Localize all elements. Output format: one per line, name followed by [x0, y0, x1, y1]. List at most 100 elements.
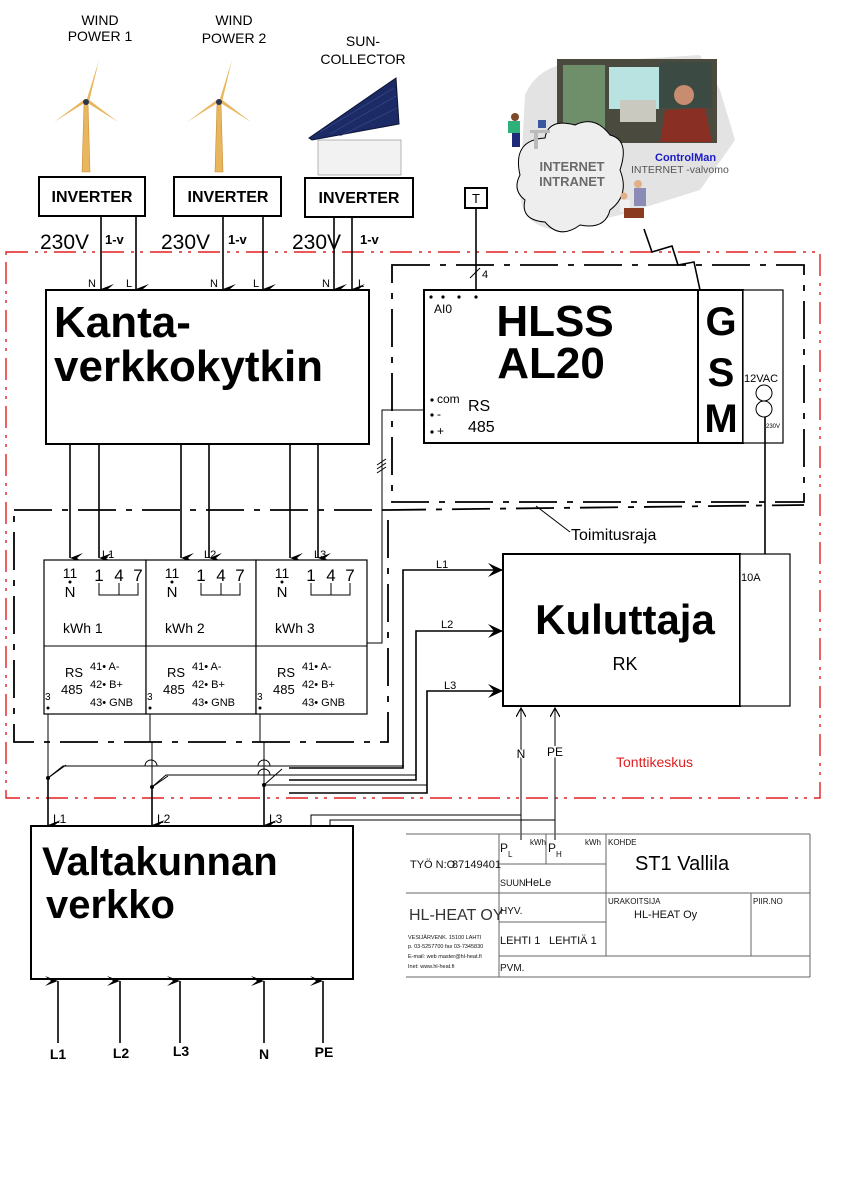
phase-label: 1-v	[228, 232, 248, 247]
meter-pin: 7	[345, 566, 354, 585]
sensor-label: T	[472, 191, 480, 206]
grid-switch-title: Kanta-	[54, 298, 191, 347]
meter-pin: 7	[133, 566, 142, 585]
work-no: 87149401	[452, 859, 501, 871]
meter-terminal: 43• GNB	[90, 697, 133, 709]
transformer-label: 12VAC	[744, 373, 778, 385]
consumer-input-label: L1	[436, 559, 448, 571]
consumer-input-label: L3	[444, 680, 456, 692]
national-grid-title: verkko	[46, 883, 175, 927]
pin-label: L	[126, 278, 132, 290]
wind-turbine-icon	[54, 60, 118, 173]
controlman-brand: ControlMan	[655, 152, 716, 164]
feed-label: L2	[113, 1045, 130, 1061]
target-name: ST1 Vallila	[635, 853, 730, 875]
ph-sub: H	[556, 850, 562, 859]
target-label: KOHDE	[608, 838, 636, 847]
feed-label: N	[259, 1046, 269, 1062]
company-name: HL-HEAT OY	[409, 907, 504, 924]
meter-box	[43, 559, 147, 715]
meter-pin: 4	[216, 566, 225, 585]
voltage-label: 230V	[40, 231, 89, 254]
transformer-input: 230V	[766, 424, 780, 430]
source-title: WIND	[215, 12, 252, 28]
gsm-module	[697, 289, 744, 444]
feed-label: L1	[50, 1046, 67, 1062]
breaker-module	[739, 553, 791, 707]
national-grid-title: Valtakunnan	[42, 840, 278, 884]
controller-box	[423, 289, 699, 444]
rs-label: 485	[468, 419, 495, 436]
contractor: HL-HEAT Oy	[634, 909, 698, 921]
meter-pin: 1	[306, 566, 315, 585]
inverter-label: INVERTER	[188, 189, 269, 206]
meter-rs-label: RS	[277, 665, 295, 680]
phase-label: 1-v	[105, 232, 125, 247]
rs-pin: -	[437, 407, 441, 421]
inverter-label: INVERTER	[52, 189, 133, 206]
consumer-box	[502, 553, 741, 707]
drawing-no-label: PIIR.NO	[753, 897, 783, 906]
meter-ground-pin: 3	[257, 692, 263, 703]
meter-rs-label: RS	[65, 665, 83, 680]
controller-model: AL20	[497, 339, 605, 388]
feed-label: PE	[315, 1044, 334, 1060]
input-label: AI0	[434, 302, 452, 316]
title-block	[406, 833, 811, 978]
sensor-wire-count: 4	[482, 269, 488, 281]
grid-phase-label: L1	[53, 812, 67, 826]
company-email: E-mail: web master@hl-heat.fi	[408, 954, 482, 960]
grid-phase-label: L2	[157, 812, 171, 826]
cloud-icon	[516, 121, 624, 233]
meter-terminal: 41• A-	[192, 661, 222, 673]
inverter-1	[38, 176, 146, 217]
meter-name: kWh 1	[63, 620, 103, 636]
meter-terminal: 41• A-	[90, 661, 120, 673]
controlman-subtitle: INTERNET -valvomo	[631, 164, 729, 176]
inverter-3	[304, 177, 414, 218]
pin-label: N	[322, 278, 330, 290]
meter-terminal: 42• B+	[302, 679, 335, 691]
source-title: POWER 1	[68, 28, 133, 44]
grid-phase-label: L3	[269, 812, 283, 826]
meter-pin: 11	[165, 565, 180, 581]
rs-pin: +	[437, 424, 444, 438]
gsm-link-icon	[643, 228, 701, 291]
users-icon	[508, 113, 550, 149]
grid-switch-title: verkkokytkin	[54, 342, 323, 391]
site-boundary	[5, 251, 821, 799]
ph-unit: kWh	[585, 838, 601, 847]
grid-switch-box	[45, 289, 370, 445]
source-title: COLLECTOR	[320, 51, 405, 67]
feed-label: L3	[173, 1043, 190, 1059]
meter-neutral-label: N	[65, 584, 76, 601]
network-area	[508, 55, 735, 233]
contractor-label: URAKOITSIJA	[608, 897, 661, 906]
cloud-label: INTERNET	[540, 159, 605, 174]
meter-pin: 1	[196, 566, 205, 585]
source-title: WIND	[81, 12, 118, 28]
meter-pin: 4	[326, 566, 335, 585]
gsm-letter: M	[704, 397, 737, 441]
gsm-letter: S	[708, 351, 735, 395]
company-phone: p. 03-5257700 fax 03-7345830	[408, 944, 483, 950]
meter-phase-label: L2	[204, 549, 216, 561]
meter-rs-label: 485	[273, 682, 295, 697]
national-grid-box	[30, 825, 354, 980]
pl-label: P	[500, 841, 508, 855]
sheet: LEHTI 1	[500, 935, 540, 947]
meter-phase-label: L3	[314, 549, 326, 561]
rs-label: RS	[468, 398, 490, 415]
cloud-label: INTRANET	[539, 174, 605, 189]
controller-title: HLSS	[496, 297, 613, 346]
breaker-label: 10A	[741, 572, 761, 584]
gsm-letter: G	[705, 300, 736, 344]
designed-label: SUUN.	[500, 878, 528, 888]
delivery-boundary-label: Toimitusraja	[571, 527, 656, 544]
meter-pin: 11	[63, 565, 78, 581]
meter-neutral-label: N	[167, 584, 178, 601]
voltage-label: 230V	[161, 231, 210, 254]
